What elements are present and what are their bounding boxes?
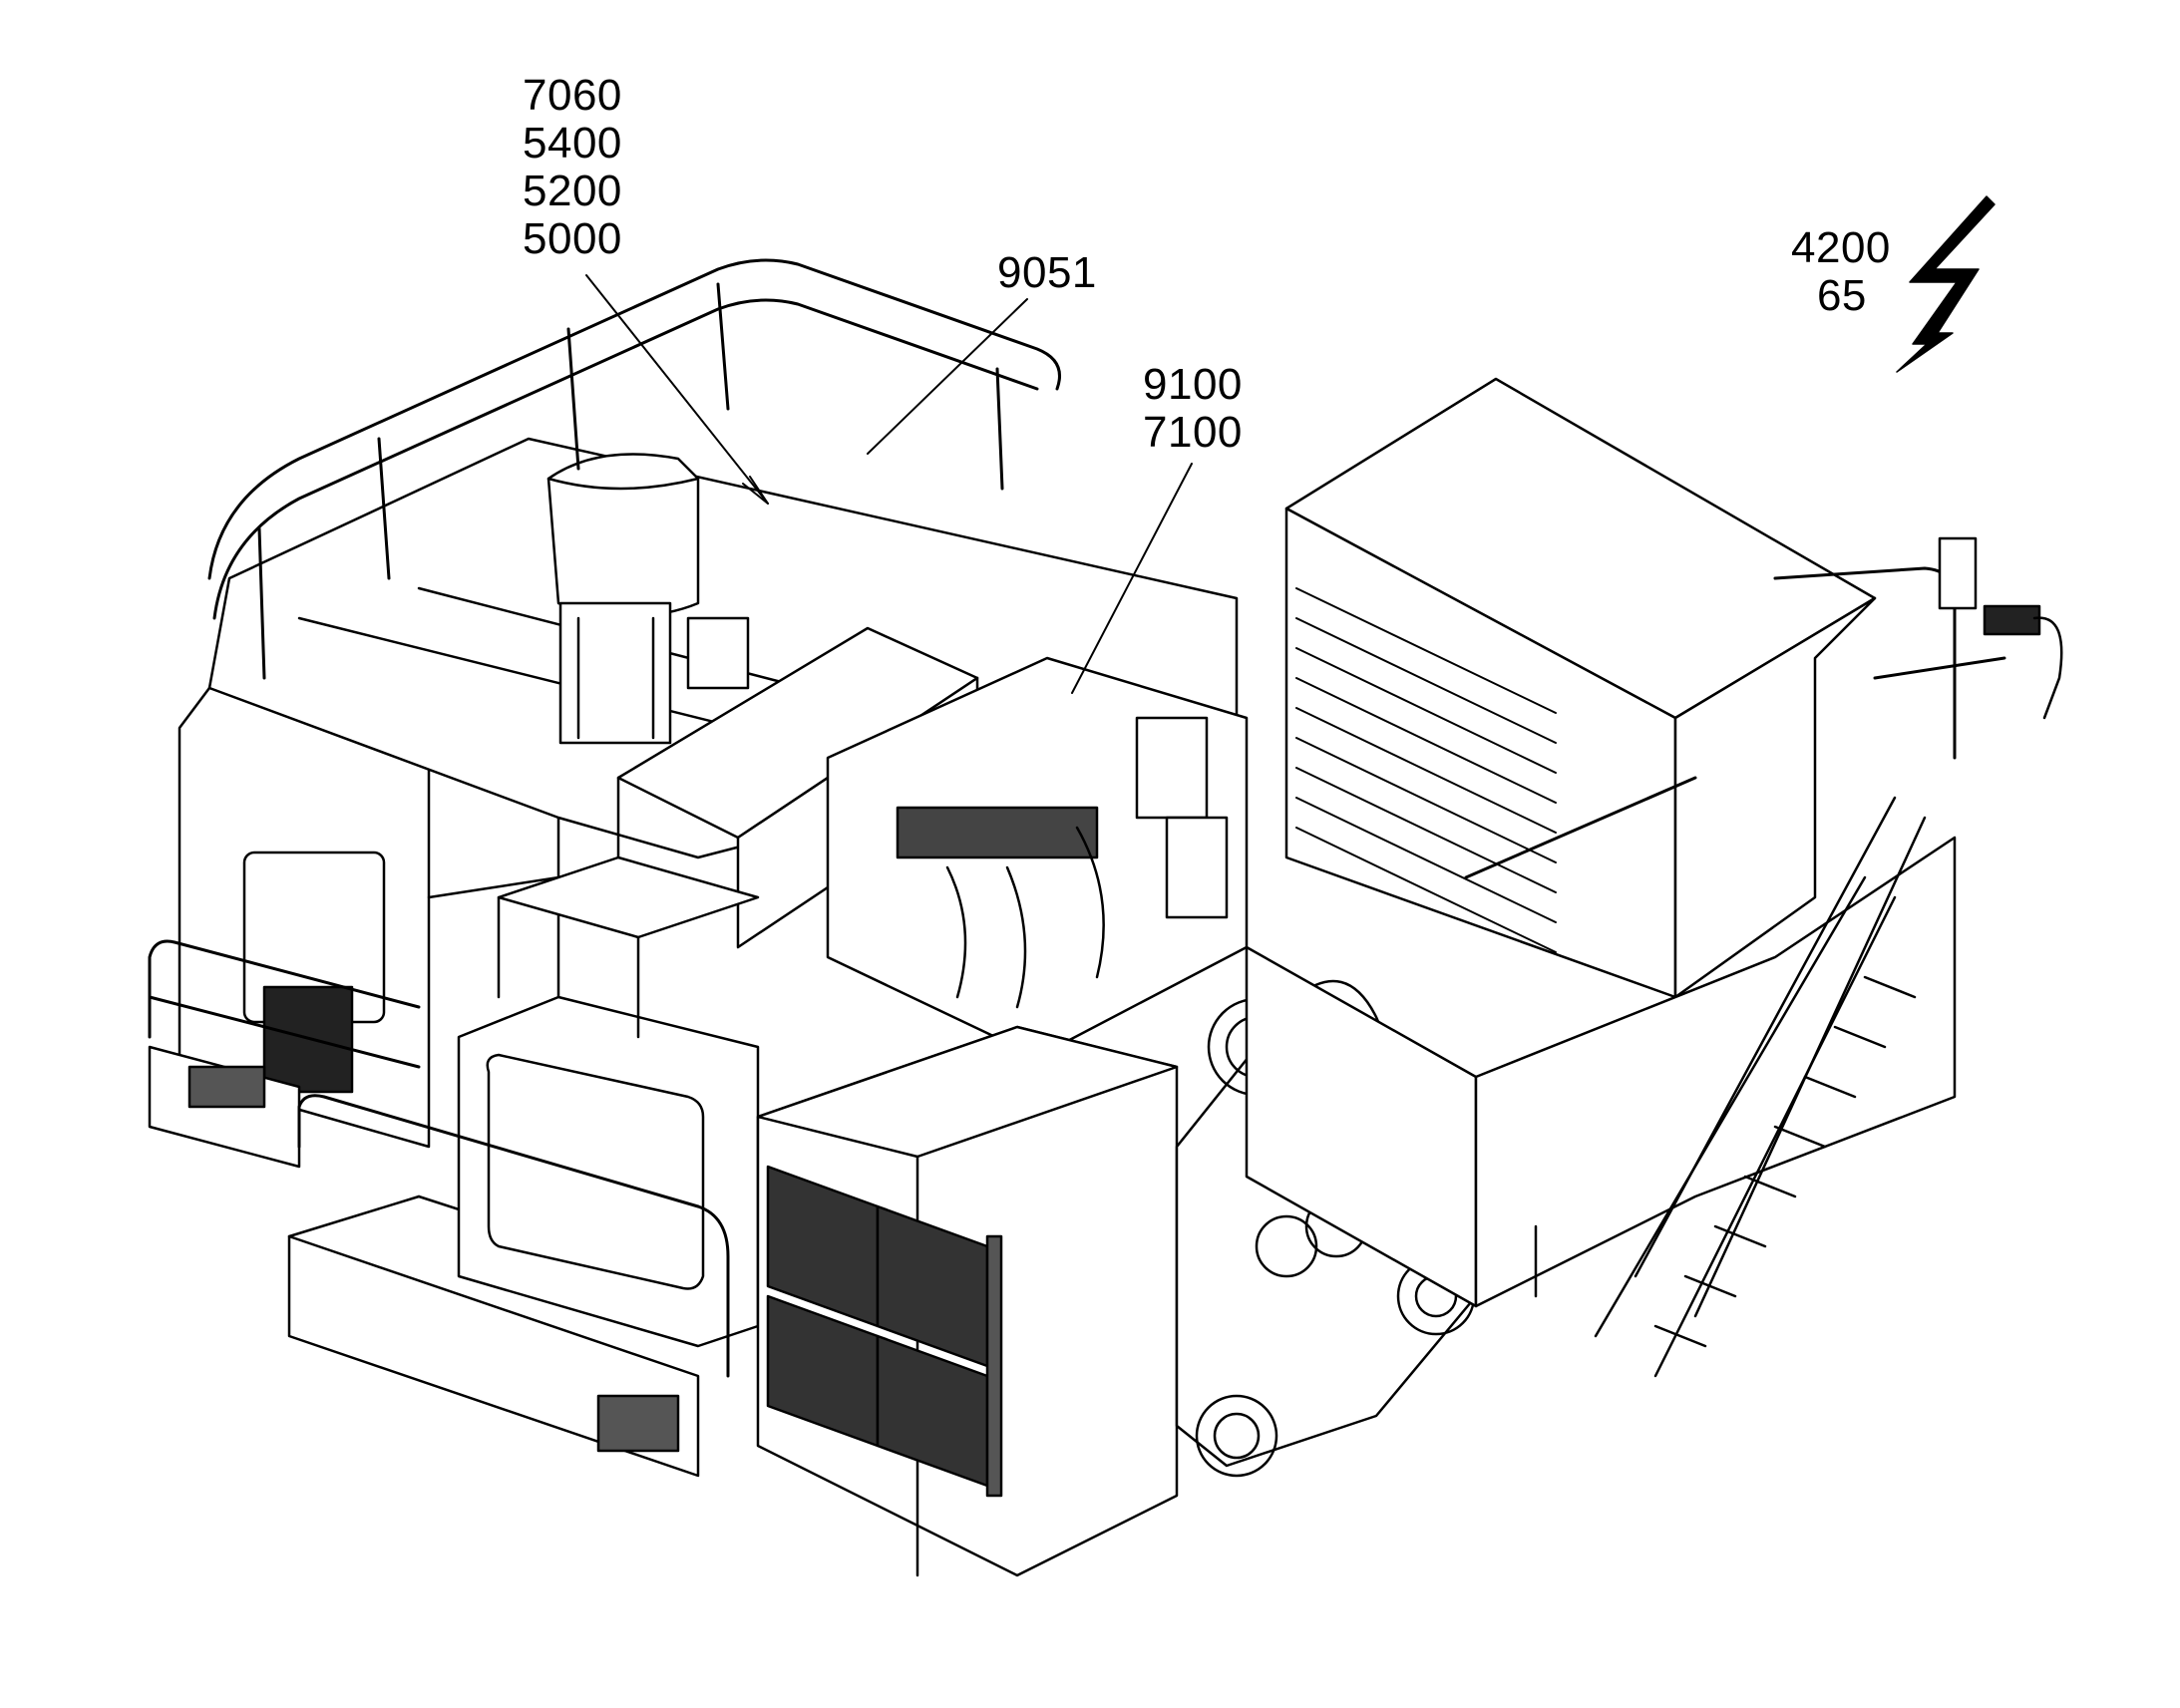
callout-label: 9100 [1143, 360, 1243, 409]
front-radiator-cabinet [756, 1025, 1179, 1577]
right-lower-body [1245, 836, 1957, 1308]
callout-group-9051: 9051 [997, 249, 1097, 297]
callout-label: 7060 [523, 71, 622, 120]
left-lower-platform [148, 1045, 760, 1478]
callout-label: 7100 [1143, 408, 1243, 457]
filter-tower [546, 453, 750, 745]
callout-group-electrical: 4200 65 [1791, 224, 1891, 320]
mid-door-block [457, 855, 760, 1348]
lightning-bolt-arrow-icon [1896, 195, 1996, 373]
callout-label: 5400 [523, 119, 622, 168]
callout-label: 9051 [997, 248, 1097, 297]
cab-louvers [1295, 587, 1557, 953]
callout-group-engine: 9100 7100 [1143, 361, 1243, 457]
callout-label: 65 [1816, 271, 1867, 320]
right-control-pedestal [1938, 536, 2063, 720]
callout-group-filter: 7060 5400 5200 5000 [523, 72, 622, 263]
right-cab-housing [1284, 377, 1877, 999]
callout-label: 5000 [523, 214, 622, 263]
engine-manifold-area [826, 656, 1249, 1059]
stairway [1594, 796, 1927, 1378]
callout-leaders [585, 274, 1193, 694]
handrails [148, 258, 2006, 1378]
arrowhead-left [742, 476, 769, 505]
callout-label: 5200 [523, 167, 622, 215]
callout-label: 4200 [1791, 223, 1891, 272]
